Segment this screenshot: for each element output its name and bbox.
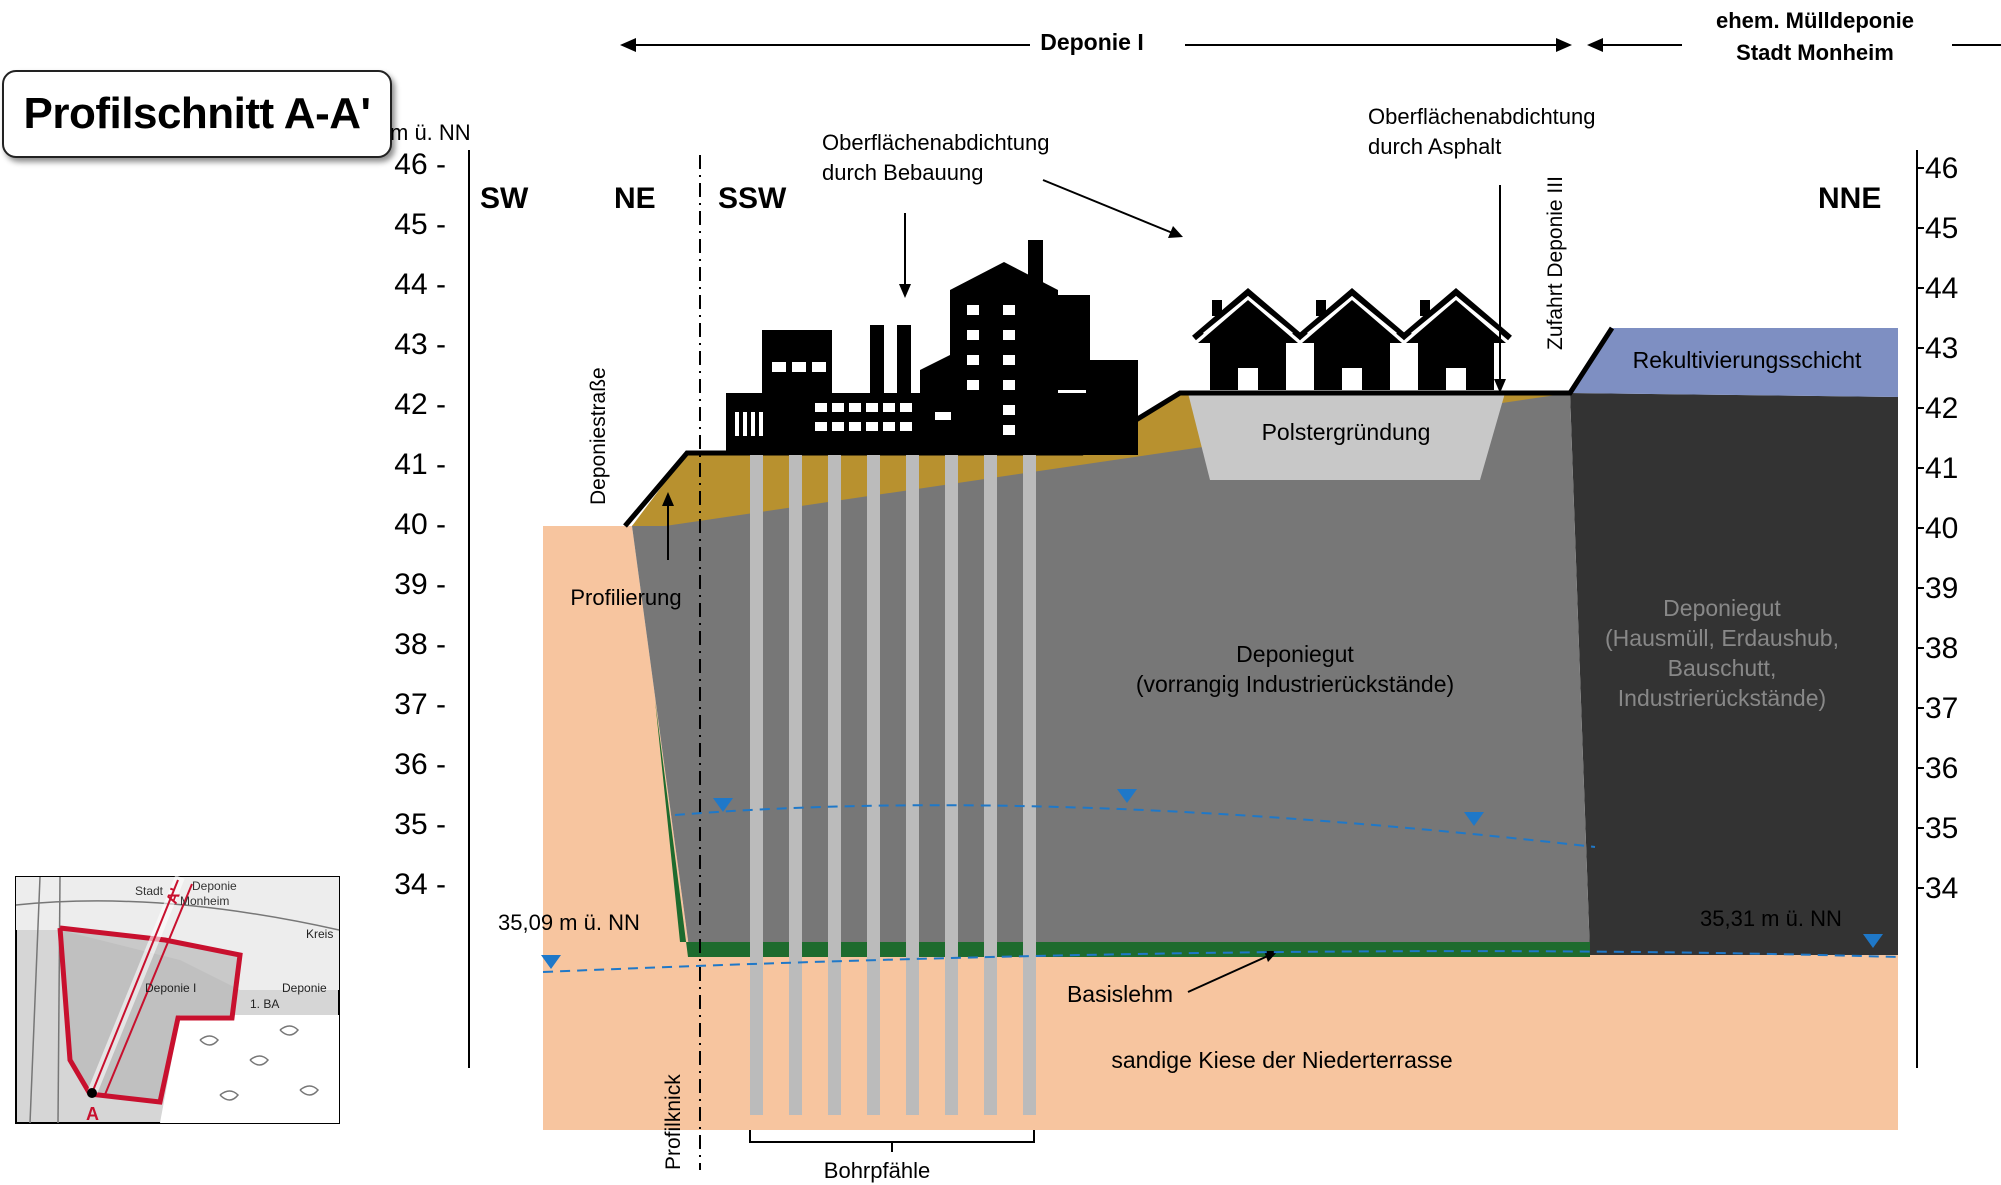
map-label-a: A [86, 1104, 99, 1124]
recultivation-layer [1570, 328, 1898, 397]
left-tick-label: 46 - [394, 148, 446, 181]
direction-sw: SW [480, 182, 529, 215]
right-tick-label: 43 [1925, 332, 1958, 365]
right-tick-label: 38 [1925, 632, 1958, 665]
factory-icon [726, 240, 1138, 455]
left-tick-label: 42 - [394, 388, 446, 421]
label-bored-piles: Bohrpfähle [824, 1158, 930, 1183]
axis-unit-label: m ü. NN [390, 120, 471, 145]
label-base-clay: Basislehm [1067, 981, 1173, 1007]
direction-ssw: SSW [718, 182, 787, 215]
sand-layer [543, 526, 1898, 1130]
right-tick-label: 34 [1925, 872, 1958, 905]
map-label-a-prime: A' [164, 886, 185, 906]
label-waste-main-1: Deponiegut [1236, 641, 1354, 667]
house-icon [1192, 288, 1304, 390]
left-tick-label: 36 - [394, 748, 446, 781]
map-text-deponie: Deponie [192, 879, 237, 893]
left-tick-label: 39 - [394, 568, 446, 601]
right-tick-label: 40 [1925, 512, 1958, 545]
label-waste-old-1: Deponiegut [1663, 595, 1781, 621]
map-inset: A A' Stadt Deponie Monheim Deponie I 1. … [15, 875, 340, 1124]
right-axis-ticks: 46 45 44 43 42 41 40 39 38 37 36 35 34 [1917, 152, 1958, 905]
label-waste-old-3: Bauschutt, [1668, 655, 1777, 681]
right-tick-label: 35 [1925, 812, 1958, 845]
left-tick-label: 41 - [394, 448, 446, 481]
right-tick-label: 45 [1925, 212, 1958, 245]
groundwater-markers [541, 789, 1883, 969]
houses-group [1192, 288, 1512, 390]
bored-pile [1023, 455, 1036, 1115]
old-landfill-body [1570, 393, 1898, 955]
bored-pile [789, 455, 802, 1115]
bored-pile [867, 455, 880, 1115]
header-former-landfill-2: Stadt Monheim [1736, 40, 1894, 65]
label-cushion-foundation: Polstergründung [1262, 419, 1431, 445]
bored-pile [828, 455, 841, 1115]
map-text-monheim: Monheim [180, 894, 229, 908]
label-groundwater-right: 35,31 m ü. NN [1700, 906, 1842, 931]
right-tick-label: 41 [1925, 452, 1958, 485]
label-waste-main-2: (vorrangig Industrierückstände) [1136, 671, 1454, 697]
map-text-stadt: Stadt [135, 884, 164, 898]
label-sealing-buildings-2: durch Bebauung [822, 160, 983, 185]
header-former-landfill-1: ehem. Mülldeponie [1716, 8, 1914, 33]
label-waste-old-4: Industrierückstände) [1618, 685, 1826, 711]
groundwater-line-inner [674, 804, 1596, 848]
left-tick-label: 34 - [394, 868, 446, 901]
label-profile-kink: Profilknick [662, 1074, 685, 1170]
direction-ne: NE [614, 182, 656, 215]
header-deponie-1: Deponie I [1040, 29, 1144, 55]
bored-pile [984, 455, 997, 1115]
map-text-deponie-2: Deponie [282, 981, 327, 995]
left-tick-label: 38 - [394, 628, 446, 661]
map-text-kreis: Kreis [306, 927, 333, 941]
left-axis-ticks: 46 - 45 - 44 - 43 - 42 - 41 - 40 - 39 - 38 - 37 -… [394, 148, 446, 901]
label-waste-old-2: (Hausmüll, Erdaushub, [1605, 625, 1839, 651]
groundwater-line-outer [542, 950, 1899, 973]
right-tick-label: 46 [1925, 152, 1958, 185]
house-icon [1400, 288, 1512, 390]
left-tick-label: 45 - [394, 208, 446, 241]
page-title: Profilschnitt A-A' [23, 89, 371, 138]
bored-pile [906, 455, 919, 1115]
right-tick-label: 37 [1925, 692, 1958, 725]
map-text-1ba: 1. BA [250, 997, 279, 1011]
right-tick-label: 42 [1925, 392, 1958, 425]
left-tick-label: 35 - [394, 808, 446, 841]
label-landfill-road: Deponiestraße [587, 367, 610, 505]
bored-pile [750, 455, 763, 1115]
bored-pile [945, 455, 958, 1115]
right-tick-label: 44 [1925, 272, 1958, 305]
house-icon [1296, 288, 1408, 390]
label-sealing-buildings-1: Oberflächenabdichtung [822, 130, 1050, 155]
left-tick-label: 40 - [394, 508, 446, 541]
label-access-road: Zufahrt Deponie III [1544, 176, 1567, 350]
label-groundwater-left: 35,09 m ü. NN [498, 910, 640, 935]
label-recultivation-layer: Rekultivierungsschicht [1633, 347, 1862, 373]
left-tick-label: 43 - [394, 328, 446, 361]
right-tick-label: 39 [1925, 572, 1958, 605]
map-text-deponie-1: Deponie I [145, 981, 196, 995]
label-profiling: Profilierung [570, 585, 681, 610]
header-arrows [620, 38, 2001, 52]
left-tick-label: 37 - [394, 688, 446, 721]
bored-piles-group [750, 455, 1036, 1115]
bored-piles-bracket [749, 1130, 1035, 1143]
left-tick-label: 44 - [394, 268, 446, 301]
factory-windows [735, 305, 1015, 436]
label-sealing-asphalt-1: Oberflächenabdichtung [1368, 104, 1596, 129]
cushion-foundation [1188, 393, 1505, 480]
annotation-arrows [662, 179, 1506, 993]
right-tick-label: 36 [1925, 752, 1958, 785]
direction-nne: NNE [1818, 182, 1881, 215]
label-sealing-asphalt-2: durch Asphalt [1368, 134, 1501, 159]
label-gravel: sandige Kiese der Niederterrasse [1111, 1047, 1452, 1073]
title-box: Profilschnitt A-A' [2, 70, 392, 158]
